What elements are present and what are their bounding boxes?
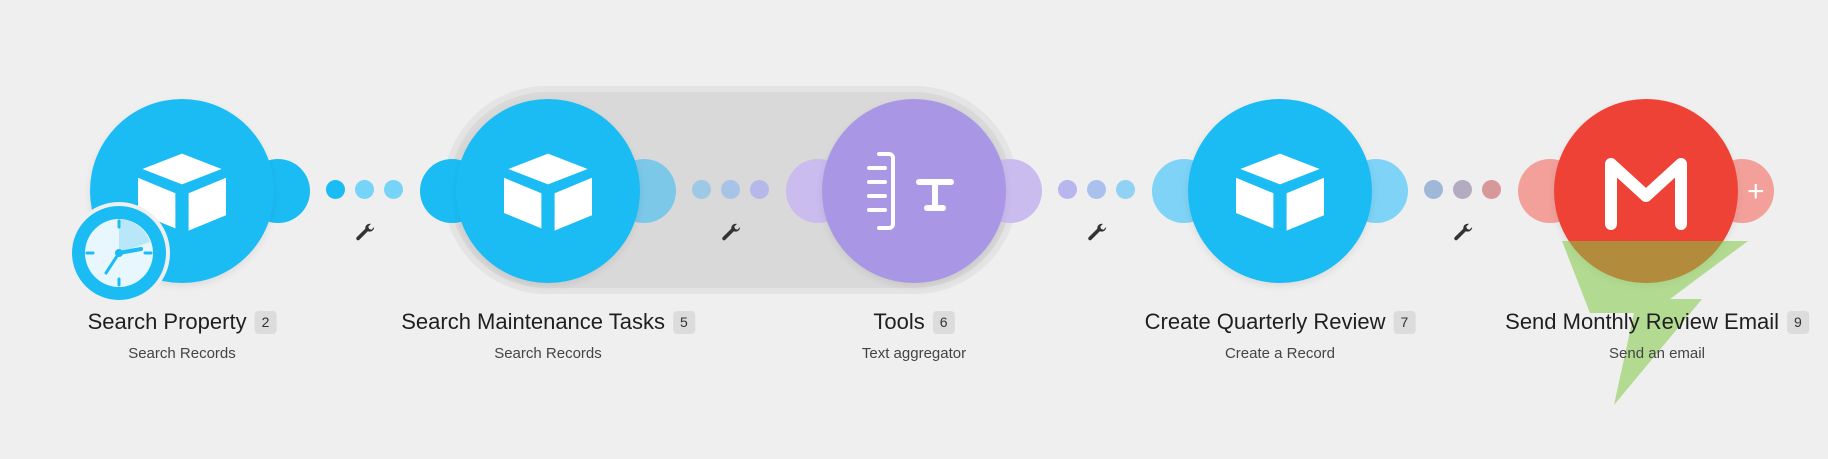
connector-dot xyxy=(1116,180,1135,199)
module-title: Tools xyxy=(873,309,925,334)
module-search-maintenance-tasks[interactable] xyxy=(420,99,676,283)
connector-dots[interactable] xyxy=(1058,180,1135,199)
connector-dot xyxy=(750,180,769,199)
connector-dot xyxy=(355,180,374,199)
airtable-icon[interactable] xyxy=(1188,99,1372,283)
airtable-icon[interactable] xyxy=(90,99,274,283)
module-label: Search Maintenance Tasks 5 Search Record… xyxy=(401,309,695,362)
module-subtitle: Search Records xyxy=(494,345,602,362)
connector-dots[interactable] xyxy=(692,180,769,199)
module-tools[interactable] xyxy=(786,99,1042,283)
connector-dot xyxy=(1087,180,1106,199)
connector-dot xyxy=(1453,180,1472,199)
module-send-monthly-review-email[interactable] xyxy=(1518,99,1774,283)
module-title: Search Property xyxy=(87,309,247,334)
module-id-badge: 9 xyxy=(1787,310,1809,334)
wrench-icon[interactable] xyxy=(720,222,742,244)
module-search-property[interactable] xyxy=(90,99,310,283)
wrench-icon[interactable] xyxy=(1452,222,1474,244)
connector-dots[interactable] xyxy=(1424,180,1501,199)
module-subtitle: Text aggregator xyxy=(861,345,967,362)
module-label: Send Monthly Review Email 9 Send an emai… xyxy=(1505,309,1809,362)
connector-dot xyxy=(1424,180,1443,199)
wrench-icon[interactable] xyxy=(1086,222,1108,244)
connector-dot xyxy=(1482,180,1501,199)
module-subtitle: Search Records xyxy=(128,345,236,362)
module-id-badge: 5 xyxy=(672,310,695,334)
connector-dot xyxy=(384,180,403,199)
module-title: Send Monthly Review Email xyxy=(1505,309,1780,334)
module-id-badge: 7 xyxy=(1393,310,1416,334)
clock-icon[interactable] xyxy=(72,206,166,300)
wrench-icon[interactable] xyxy=(354,222,376,244)
connector-dot xyxy=(1058,180,1077,199)
text-aggregator-icon[interactable] xyxy=(822,99,1006,283)
add-module-button[interactable]: + xyxy=(1747,175,1765,208)
connector-dot xyxy=(721,180,740,199)
module-label: Create Quarterly Review 7 Create a Recor… xyxy=(1145,309,1416,362)
airtable-icon[interactable] xyxy=(456,99,640,283)
module-id-badge: 6 xyxy=(932,310,955,334)
module-title: Create Quarterly Review xyxy=(1144,309,1386,334)
module-title: Search Maintenance Tasks xyxy=(401,309,665,334)
connector-dots[interactable] xyxy=(326,180,403,199)
connector-dot xyxy=(692,180,711,199)
module-create-quarterly-review[interactable] xyxy=(1152,99,1408,283)
connector-dot xyxy=(326,180,345,199)
module-label: Search Property 2 Search Records xyxy=(88,309,277,362)
module-label: Tools 6 Text aggregator xyxy=(862,309,966,362)
gmail-icon[interactable] xyxy=(1554,99,1738,283)
module-id-badge: 2 xyxy=(254,310,277,334)
module-subtitle: Create a Record xyxy=(1224,345,1336,362)
module-subtitle: Send an email xyxy=(1609,345,1705,362)
